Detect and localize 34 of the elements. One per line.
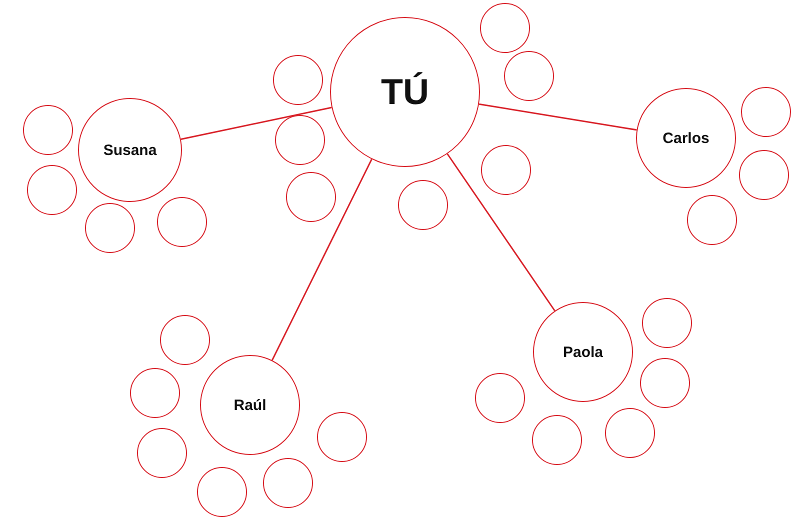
name-label: Susana xyxy=(103,142,157,158)
name-label: TÚ xyxy=(381,71,429,113)
empty-circle xyxy=(687,195,737,245)
connector-line xyxy=(446,153,556,312)
empty-circle xyxy=(130,368,180,418)
empty-circle xyxy=(480,3,530,53)
name-label: Carlos xyxy=(662,130,710,146)
empty-circle xyxy=(27,165,77,215)
empty-circle xyxy=(137,428,187,478)
empty-circle xyxy=(286,172,336,222)
empty-circle xyxy=(23,105,73,155)
connector-line xyxy=(272,158,372,361)
empty-circle xyxy=(640,358,690,408)
empty-circle xyxy=(317,412,367,462)
empty-circle xyxy=(642,298,692,348)
empty-circle xyxy=(273,55,323,105)
empty-circle xyxy=(160,315,210,365)
empty-circle xyxy=(85,203,135,253)
empty-circle xyxy=(157,197,207,247)
connector-line xyxy=(478,103,637,131)
empty-circle xyxy=(197,467,247,517)
empty-circle xyxy=(398,180,448,230)
empty-circle xyxy=(275,115,325,165)
name-label: Raúl xyxy=(234,396,266,414)
empty-circle xyxy=(532,415,582,465)
empty-circle xyxy=(739,150,789,200)
name-label: Paola xyxy=(562,344,604,360)
empty-circle xyxy=(481,145,531,195)
connector-line xyxy=(180,106,332,140)
empty-circle xyxy=(475,373,525,423)
empty-circle xyxy=(263,458,313,508)
empty-circle xyxy=(741,87,791,137)
empty-circle xyxy=(504,51,554,101)
empty-circle xyxy=(605,408,655,458)
